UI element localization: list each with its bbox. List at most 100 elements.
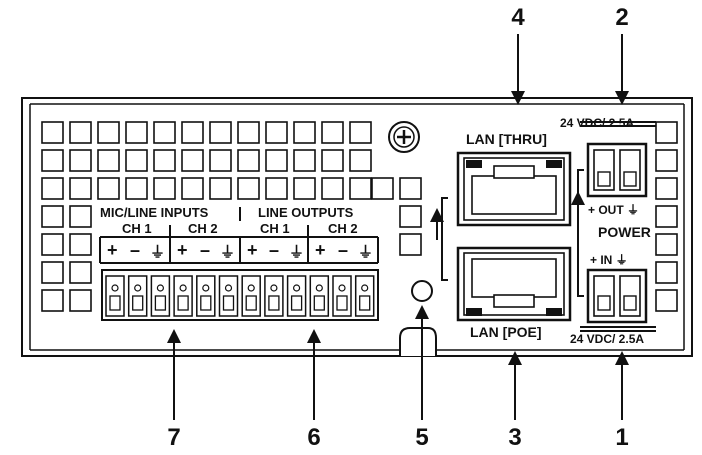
vent-slot — [655, 289, 678, 312]
vent-slot — [349, 177, 372, 200]
vent-slot — [265, 149, 288, 172]
terminal-ground-2: ⏚ — [220, 244, 236, 261]
vent-slot — [265, 121, 288, 144]
vent-slot — [293, 177, 316, 200]
vent-slot — [69, 121, 92, 144]
audio-terminal-block — [101, 269, 379, 321]
vent-grid — [41, 121, 678, 312]
vent-slot — [399, 233, 422, 256]
vent-slot — [153, 149, 176, 172]
lan-bracket-arrow — [430, 197, 448, 281]
terminal-plus-2: + — [177, 240, 188, 260]
vent-slot — [181, 149, 204, 172]
grounding-screw-icon — [388, 121, 420, 153]
terminal-screw-icon — [224, 284, 233, 292]
vent-slot — [293, 149, 316, 172]
terminal-screw-icon — [361, 284, 369, 292]
terminal-screw-icon — [247, 284, 255, 292]
vent-slot — [69, 261, 92, 284]
terminal-pin-socket — [336, 295, 348, 311]
vent-slot — [399, 205, 422, 228]
power-out-connector — [586, 142, 648, 198]
terminal-screw-icon — [315, 284, 323, 292]
vent-slot — [209, 177, 232, 200]
vent-slot — [293, 121, 316, 144]
terminal-pin-socket — [313, 295, 325, 311]
vent-slot — [41, 177, 64, 200]
vent-slot — [41, 289, 64, 312]
line-outputs-label: LINE OUTPUTS — [258, 205, 354, 220]
vent-slot — [69, 233, 92, 256]
terminal-screw-icon — [134, 284, 142, 292]
vent-slot — [655, 149, 678, 172]
vent-slot — [655, 121, 678, 144]
terminal-minus-4: – — [338, 240, 349, 260]
lan-poe-port — [456, 246, 572, 322]
terminal-ground-1: ⏚ — [150, 244, 166, 261]
vent-slot — [69, 177, 92, 200]
vent-slot — [69, 205, 92, 228]
terminal-screw-icon — [202, 284, 210, 292]
led-indicator — [411, 280, 433, 302]
vent-slot — [321, 121, 344, 144]
terminal-pin-socket — [290, 295, 303, 311]
vent-slot — [265, 177, 288, 200]
terminal-pin-socket — [132, 295, 144, 311]
vent-slot — [209, 121, 232, 144]
terminal-minus-2: – — [200, 240, 211, 260]
vent-slot — [181, 177, 204, 200]
vent-slot — [321, 149, 344, 172]
power-in-connector — [586, 268, 648, 324]
vent-slot — [153, 177, 176, 200]
terminal-plus-3: + — [247, 240, 258, 260]
terminal-pin-socket — [177, 295, 189, 311]
vent-slot — [125, 177, 148, 200]
vent-slot — [655, 233, 678, 256]
power-out-label: + OUT ⏚ — [588, 203, 640, 217]
input-ch1-label: CH 1 — [122, 221, 152, 236]
terminal-minus-3: – — [269, 240, 280, 260]
terminal-screw-icon — [293, 284, 301, 292]
terminal-plus-4: + — [315, 240, 326, 260]
terminal-screw-icon — [156, 284, 164, 292]
vent-slot — [181, 121, 204, 144]
vent-slot — [399, 177, 422, 200]
input-ch2-label: CH 2 — [188, 221, 218, 236]
terminal-ground-4: ⏚ — [358, 244, 374, 261]
lan-thru-port — [456, 151, 572, 227]
power-label: POWER — [598, 224, 651, 240]
terminal-screw-icon — [111, 284, 119, 292]
terminal-minus-1: – — [130, 240, 141, 260]
callout-4: 4 — [511, 4, 525, 31]
callout-7: 7 — [167, 424, 181, 451]
vent-slot — [69, 149, 92, 172]
terminal-screw-icon — [338, 284, 346, 292]
terminal-pin-socket — [200, 295, 212, 311]
vent-slot — [125, 121, 148, 144]
power-in-label: + IN ⏚ — [590, 253, 628, 267]
vent-slot — [237, 121, 260, 144]
terminal-screw-icon — [270, 284, 278, 292]
terminal-pin-socket — [245, 295, 257, 311]
lan-poe-label: LAN [POE] — [470, 324, 542, 340]
vent-slot — [97, 121, 120, 144]
output-ch2-label: CH 2 — [328, 221, 358, 236]
callout-5: 5 — [415, 424, 429, 451]
terminal-pin-socket — [222, 295, 235, 311]
terminal-ground-3: ⏚ — [289, 244, 305, 261]
vent-slot — [349, 149, 372, 172]
vent-slot — [349, 121, 372, 144]
vent-slot — [655, 261, 678, 284]
terminal-pin-socket — [268, 295, 280, 311]
vent-slot — [97, 149, 120, 172]
vent-slot — [41, 149, 64, 172]
terminal-screw-icon — [179, 284, 187, 292]
vent-slot — [371, 177, 394, 200]
output-ch1-label: CH 1 — [260, 221, 290, 236]
vent-slot — [153, 121, 176, 144]
terminal-plus-1: + — [107, 240, 118, 260]
vent-slot — [69, 289, 92, 312]
vent-slot — [321, 177, 344, 200]
vent-slot — [237, 149, 260, 172]
